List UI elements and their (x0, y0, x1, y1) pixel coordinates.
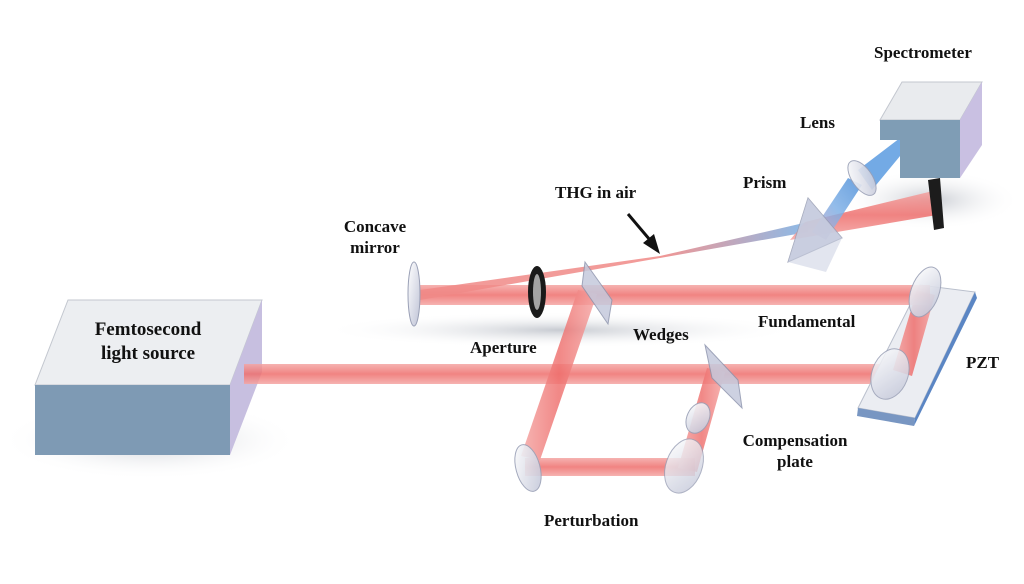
perturbation-mirror-right (664, 438, 704, 494)
label-compensation-plate: Compensation plate (728, 430, 862, 472)
beam-shadow (320, 312, 800, 348)
label-lens: Lens (800, 113, 835, 132)
perturbation-up-beam (521, 290, 597, 460)
thg-arrow (626, 213, 660, 254)
label-aperture: Aperture (470, 338, 537, 357)
compensation-plate (685, 402, 711, 434)
thg-beam (660, 222, 808, 258)
pzt-mirror (870, 348, 910, 400)
label-source-line1: Femtosecond (94, 319, 202, 340)
lens (847, 160, 877, 196)
label-compensation-line2: plate (777, 452, 813, 471)
beamsplitter-top (581, 260, 613, 326)
femtosecond-source-box (34, 299, 263, 455)
label-femtosecond-source: Femtosecond light source (68, 318, 228, 366)
prism (787, 196, 843, 272)
label-pzt: PZT (966, 353, 1000, 372)
fundamental-beam (420, 285, 930, 305)
label-concave-mirror: Concave mirror (335, 216, 415, 258)
label-thg-in-air: THG in air (555, 183, 637, 202)
label-concave-line1: Concave (343, 217, 407, 236)
label-fundamental: Fundamental (758, 312, 856, 331)
label-source-line2: light source (100, 343, 196, 364)
label-spectrometer: Spectrometer (874, 43, 972, 62)
label-wedges: Wedges (633, 325, 689, 344)
label-prism: Prism (743, 173, 787, 192)
label-compensation-line1: Compensation (742, 431, 848, 450)
label-concave-line2: mirror (350, 238, 400, 257)
fundamental-mirror (908, 266, 942, 318)
label-perturbation: Perturbation (544, 511, 639, 530)
perturbation-bottom-beam (525, 458, 695, 476)
concave-mirror (407, 261, 421, 327)
wedges (704, 343, 743, 410)
aperture (528, 266, 546, 318)
spectrometer-box (879, 81, 983, 178)
beam-dump (928, 178, 944, 230)
perturbation-mirror-left (514, 444, 542, 492)
